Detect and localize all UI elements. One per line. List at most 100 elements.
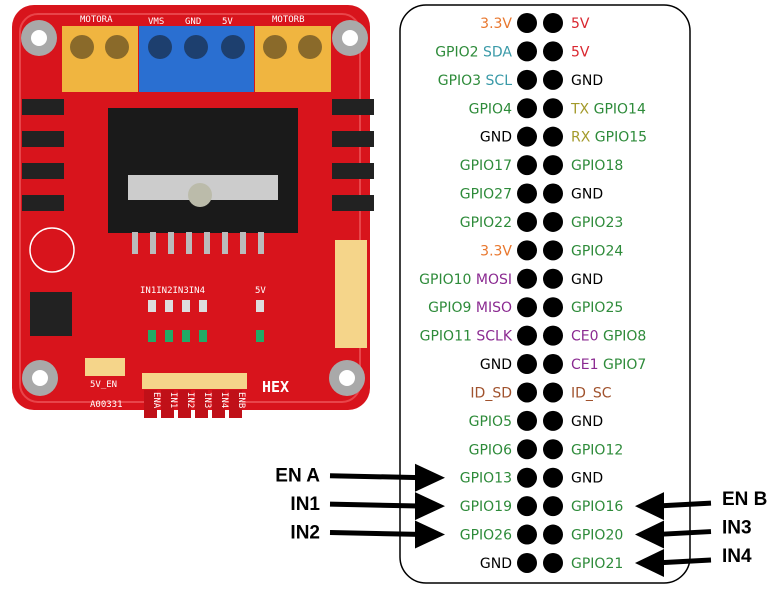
pin-label-right: GND <box>571 414 603 430</box>
connection-label: EN A <box>275 466 320 487</box>
header-pin-plate <box>144 390 157 418</box>
pin-label-left: GPIO11 SCLK <box>420 329 513 345</box>
jumper-label: SA <box>370 248 381 258</box>
header-pin-label: ENA <box>151 392 161 409</box>
pin-label-part: GPIO26 <box>460 528 512 544</box>
input-header <box>142 373 247 389</box>
pin-dot[interactable] <box>543 325 563 346</box>
pin-dot[interactable] <box>543 524 563 545</box>
connection-arrow: IN4 <box>635 546 752 577</box>
pin-label-right: GPIO16 <box>571 499 623 515</box>
pin-dot[interactable] <box>543 268 563 289</box>
pin-label-right: GPIO23 <box>571 215 623 231</box>
silk-gnd: GND <box>185 17 201 27</box>
pin-dot[interactable] <box>543 13 563 33</box>
pin-dot[interactable] <box>517 183 537 204</box>
pin-label-part: GPIO12 <box>571 442 623 458</box>
pin-dot[interactable] <box>543 552 563 573</box>
pin-label-part: GND <box>571 187 603 203</box>
pin-dot[interactable] <box>543 354 563 375</box>
pin-label-left: 3.3V <box>480 16 512 32</box>
pin-dot[interactable] <box>543 69 563 90</box>
l298n-board: MOTORA VMS GND 5V MOTORB IN1IN2IN3IN4 5V… <box>12 5 381 418</box>
connection-label: IN1 <box>290 494 320 515</box>
pin-label-part: GPIO17 <box>460 158 512 174</box>
pin-label-right: GND <box>571 471 603 487</box>
pin-label-part: SCL <box>481 73 512 89</box>
pin-label-part: GPIO16 <box>571 499 623 515</box>
pin-label-part: RX <box>571 130 591 146</box>
pin-label-part: GPIO5 <box>469 414 512 430</box>
pin-label-part: GPIO2 <box>435 44 478 60</box>
terminal-motor-b <box>255 26 331 92</box>
pin-dot[interactable] <box>517 354 537 375</box>
pin-dot[interactable] <box>517 410 537 431</box>
header-pin-plate <box>212 390 225 418</box>
pin-dot[interactable] <box>543 41 563 62</box>
pin-dot[interactable] <box>517 126 537 147</box>
pin-label-right: GPIO20 <box>571 528 623 544</box>
pin-dot[interactable] <box>517 98 537 119</box>
arrow-head <box>415 463 445 492</box>
pin-dot[interactable] <box>517 268 537 289</box>
silk-input-leds: IN1IN2IN3IN4 <box>140 286 205 296</box>
connection-label: EN B <box>722 489 767 510</box>
pin-label-part: GPIO13 <box>460 471 512 487</box>
pin-label-right: ID_SC <box>571 385 612 401</box>
silk-part-number: A00331 <box>90 400 123 410</box>
pin-dot[interactable] <box>517 211 537 232</box>
pin-dot[interactable] <box>517 240 537 261</box>
pin-dot[interactable] <box>543 126 563 147</box>
pin-label-left: GPIO22 <box>460 215 512 231</box>
silk-motorb: MOTORB <box>272 15 305 25</box>
pin-label-part: GND <box>571 471 603 487</box>
pin-dot[interactable] <box>543 183 563 204</box>
pin-label-part: GPIO22 <box>460 215 512 231</box>
header-pin-label: IN3 <box>202 392 212 408</box>
pin-dot[interactable] <box>543 467 563 488</box>
pin-label-part: GPIO14 <box>589 101 646 117</box>
pin-dot[interactable] <box>517 155 537 176</box>
silk-motora: MOTORA <box>80 15 113 25</box>
pin-dot[interactable] <box>517 524 537 545</box>
pin-label-part: GND <box>571 272 603 288</box>
pin-dot[interactable] <box>517 41 537 62</box>
jumper-5v-en <box>85 358 125 376</box>
pin-label-part: GPIO4 <box>469 101 512 117</box>
pin-dot[interactable] <box>517 382 537 403</box>
pin-dot[interactable] <box>543 240 563 261</box>
pin-dot[interactable] <box>517 552 537 573</box>
right-jumpers <box>335 240 367 348</box>
pin-label-right: GPIO25 <box>571 300 623 316</box>
pin-dot[interactable] <box>543 410 563 431</box>
pin-dot[interactable] <box>517 439 537 460</box>
header-pin-plate <box>229 390 242 418</box>
connection-label: IN4 <box>722 546 752 567</box>
pin-label-left: GPIO19 <box>460 499 512 515</box>
pin-dot[interactable] <box>517 69 537 90</box>
pin-dot[interactable] <box>543 211 563 232</box>
pin-dot[interactable] <box>517 325 537 346</box>
header-pin-label: IN2 <box>185 392 195 408</box>
pin-dot[interactable] <box>543 297 563 318</box>
pin-dot[interactable] <box>543 439 563 460</box>
pin-dot[interactable] <box>543 98 563 119</box>
pin-dot[interactable] <box>543 382 563 403</box>
pin-label-part: GPIO15 <box>590 130 647 146</box>
pin-dot[interactable] <box>517 467 537 488</box>
pin-dot[interactable] <box>543 496 563 517</box>
pin-dot[interactable] <box>517 13 537 33</box>
pin-dot[interactable] <box>543 155 563 176</box>
arrow-head <box>415 520 445 549</box>
diodes <box>22 99 374 211</box>
pin-label-part: GPIO25 <box>571 300 623 316</box>
pin-dot[interactable] <box>517 297 537 318</box>
pin-dot[interactable] <box>517 496 537 517</box>
